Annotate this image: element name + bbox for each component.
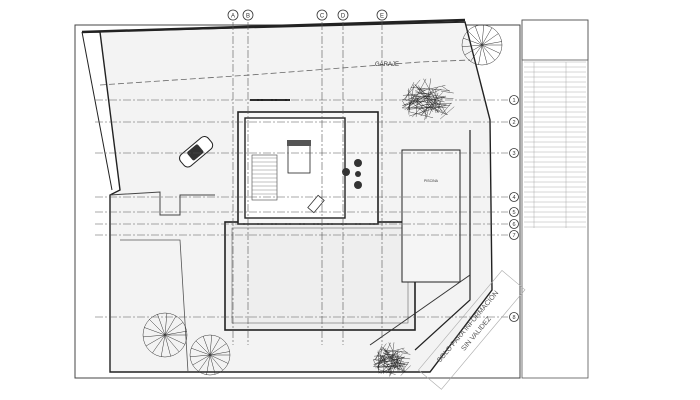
grid-row-marker (509, 192, 519, 202)
grid-row-marker (509, 312, 519, 322)
tree-icon (189, 334, 231, 376)
areas-table (524, 61, 586, 228)
pool-terrace-edge (414, 130, 471, 351)
trees (142, 24, 503, 376)
grid-column-label: E (380, 14, 384, 20)
pool-label: PISCINA (424, 179, 439, 183)
grid-row-label: 8 (512, 315, 515, 321)
house-ground-floor (224, 221, 416, 331)
garage-label: GARAJE (375, 62, 399, 68)
grid-column-marker (316, 9, 328, 21)
grid-column-marker (376, 9, 388, 21)
grid-row-markers: 1 2 3 4 5 6 7 8 (509, 95, 519, 322)
grid-column-label: B (246, 14, 250, 20)
tree-icon (142, 312, 188, 358)
grid-column-label: A (231, 14, 235, 20)
grid-row-marker (509, 219, 519, 229)
garden-path (120, 239, 189, 373)
grid-row-marker (509, 207, 519, 217)
grid-column-marker (337, 9, 349, 21)
terrace-chair (354, 181, 362, 189)
car-icon (179, 135, 214, 168)
terrace-table (355, 171, 361, 177)
grid-row-label: 3 (512, 151, 515, 157)
grid-column-marker (227, 9, 239, 21)
grid-column-markers: A B C D E (227, 9, 388, 21)
grid-row-label: 5 (512, 210, 515, 216)
house (224, 99, 416, 331)
garage-outline (99, 59, 471, 86)
grid-column-label: D (341, 14, 346, 20)
staircase (251, 154, 278, 201)
grid-row-marker (509, 95, 519, 105)
grid-row-marker (509, 230, 519, 240)
grid-column-label: C (320, 14, 325, 20)
pool (401, 149, 461, 283)
grid-row-marker (509, 148, 519, 158)
grid-row-marker (509, 117, 519, 127)
grid-row-label: 4 (512, 195, 515, 201)
terrace-chair (342, 168, 350, 176)
bed-headboard (287, 140, 311, 146)
grid-row-label: 1 (512, 98, 515, 104)
retaining-wall (369, 274, 471, 346)
shrub-icon (401, 78, 455, 121)
title-block (521, 19, 589, 379)
plot-edge-left (81, 31, 113, 191)
terrace-chair (354, 159, 362, 167)
bathtub (307, 194, 325, 214)
shrub-icon (373, 342, 411, 377)
entrance-wall (109, 191, 215, 216)
tree-icon (461, 24, 503, 66)
structural-grid (95, 22, 508, 345)
grid-column-marker (242, 9, 254, 21)
grid-row-label: 6 (512, 222, 515, 228)
bed (287, 144, 311, 174)
grid-row-label: 2 (512, 120, 515, 126)
street-edge (81, 18, 466, 34)
grid-row-label: 7 (512, 233, 515, 239)
title-block-header (521, 19, 589, 61)
